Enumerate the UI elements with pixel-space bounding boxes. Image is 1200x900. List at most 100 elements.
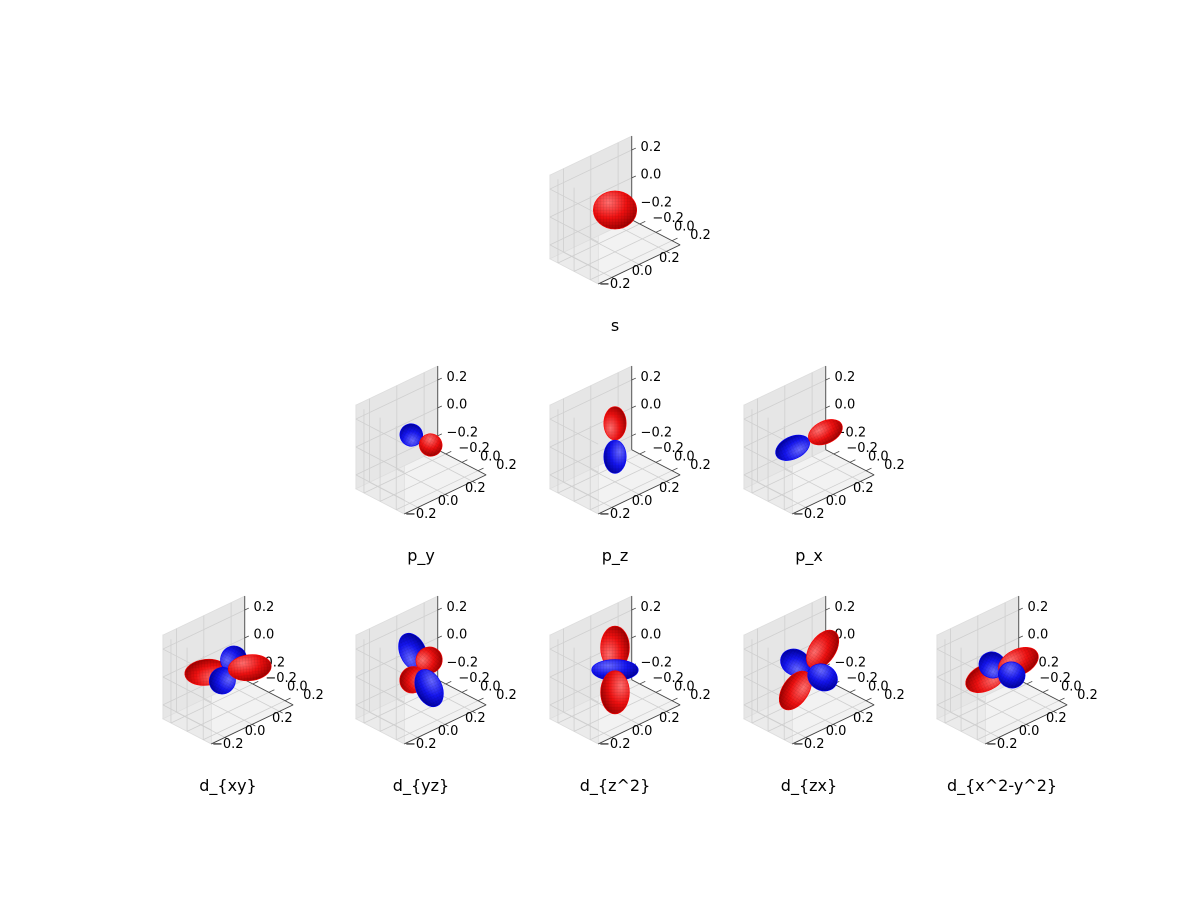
z-tick-mark [631,405,637,409]
lobe-mesh [603,406,627,440]
x-tick-label: −0.2 [599,737,631,752]
x-tick-mark [666,711,670,714]
grid-line [549,609,632,650]
x-tick-mark [251,724,256,727]
grid-line [590,470,673,511]
x-tick-mark [805,507,810,510]
x-tick-mark [224,737,229,740]
grid-line [784,470,867,511]
y-tick-mark [445,450,452,455]
z-tick-label: 0.2 [447,370,468,385]
subplot-label: d_{z^2} [580,776,651,796]
lobe-mesh [593,190,637,230]
x-tick-label: 0.0 [1019,724,1040,739]
y-tick-mark [655,229,662,233]
grid-line [549,648,599,675]
x-tick-label: 0.2 [853,481,874,496]
y-tick-mark [655,459,662,463]
subplot-label: p_x [795,546,823,566]
y-tick-mark [671,237,678,242]
grid-line [549,188,599,215]
x-tick-mark [611,737,616,740]
x-tick-mark [472,711,476,714]
x-tick-mark [638,724,643,727]
lobe-mesh [779,671,812,710]
z-tick-mark [631,433,637,437]
z-tick-label: 0.0 [1028,628,1049,643]
subplot-label: d_{zx} [781,776,837,796]
grid-line [396,700,479,741]
subplot-4: −0.20.20.20.00.00.00.2−0.2−0.2p_x [743,365,905,566]
y-tick-mark [671,697,678,702]
x-tick-label: 0.0 [632,264,653,279]
z-tick-label: 0.0 [447,628,468,643]
z-tick-label: 0.2 [835,370,856,385]
x-tick-mark [444,494,449,497]
y-tick-label: 0.0 [674,450,695,465]
y-tick-label: 0.0 [674,220,695,235]
z-tick-label: −0.2 [447,656,479,671]
z-tick-label: 0.0 [835,628,856,643]
z-tick-label: 0.0 [835,398,856,413]
x-tick-label: −0.2 [599,277,631,292]
y-tick-label: −0.2 [265,671,297,686]
grid-line [162,609,245,650]
y-tick-label: 0.0 [868,450,889,465]
grid-line [784,700,867,741]
y-tick-mark [1058,697,1065,702]
z-tick-label: −0.2 [641,196,673,211]
z-tick-mark [437,405,443,409]
z-tick-mark [631,147,637,151]
y-tick-label: −0.2 [652,441,684,456]
x-tick-mark [472,481,476,484]
x-tick-mark [666,251,670,254]
grid-line [590,240,673,281]
y-tick-label: 0.2 [496,458,517,473]
lobe-mesh [209,667,236,695]
subplot-9: −0.20.20.20.00.00.00.2−0.2−0.2d_{x^2-y^2… [936,595,1098,796]
x-tick-label: 0.2 [465,481,486,496]
x-tick-label: −0.2 [405,737,437,752]
x-tick-mark [1025,724,1030,727]
grid-line [355,379,438,420]
z-tick-label: 0.2 [641,370,662,385]
grid-line [355,609,438,650]
y-tick-label: −0.2 [846,441,878,456]
x-tick-mark [860,481,864,484]
subplot-5: −0.20.20.20.00.00.00.2−0.2−0.2d_{xy} [162,595,324,796]
x-tick-label: 0.2 [465,711,486,726]
y-tick-mark [849,459,856,463]
y-tick-mark [1042,689,1049,693]
lobe-mesh [415,646,443,674]
lobe-mesh [780,649,811,677]
y-tick-label: 0.0 [1061,680,1082,695]
z-tick-label: −0.2 [641,656,673,671]
y-tick-mark [461,689,468,693]
y-tick-mark [477,697,484,702]
x-tick-label: 0.2 [659,711,680,726]
z-tick-label: 0.0 [641,628,662,643]
y-tick-mark [284,697,291,702]
lobe-mesh [808,419,843,445]
lobe-mesh [603,440,627,474]
y-tick-label: 0.2 [884,458,905,473]
subplot-7: −0.20.20.20.00.00.00.2−0.2−0.2d_{z^2} [549,595,711,796]
y-tick-mark [639,680,646,685]
y-tick-label: −0.2 [458,441,490,456]
grid-line [743,379,826,420]
y-tick-label: 0.0 [480,450,501,465]
y-tick-label: 0.2 [496,688,517,703]
y-tick-mark [477,467,484,472]
grid-line [743,609,826,650]
grid-line [936,609,1019,650]
z-tick-label: −0.2 [641,426,673,441]
z-tick-mark [437,607,443,611]
x-tick-mark [611,507,616,510]
y-tick-label: −0.2 [458,671,490,686]
subplot-3: −0.20.20.20.00.00.00.2−0.2−0.2p_z [549,365,711,566]
x-tick-label: 0.0 [632,724,653,739]
z-tick-label: 0.0 [254,628,275,643]
x-tick-mark [444,724,449,727]
grid-line [396,470,479,511]
